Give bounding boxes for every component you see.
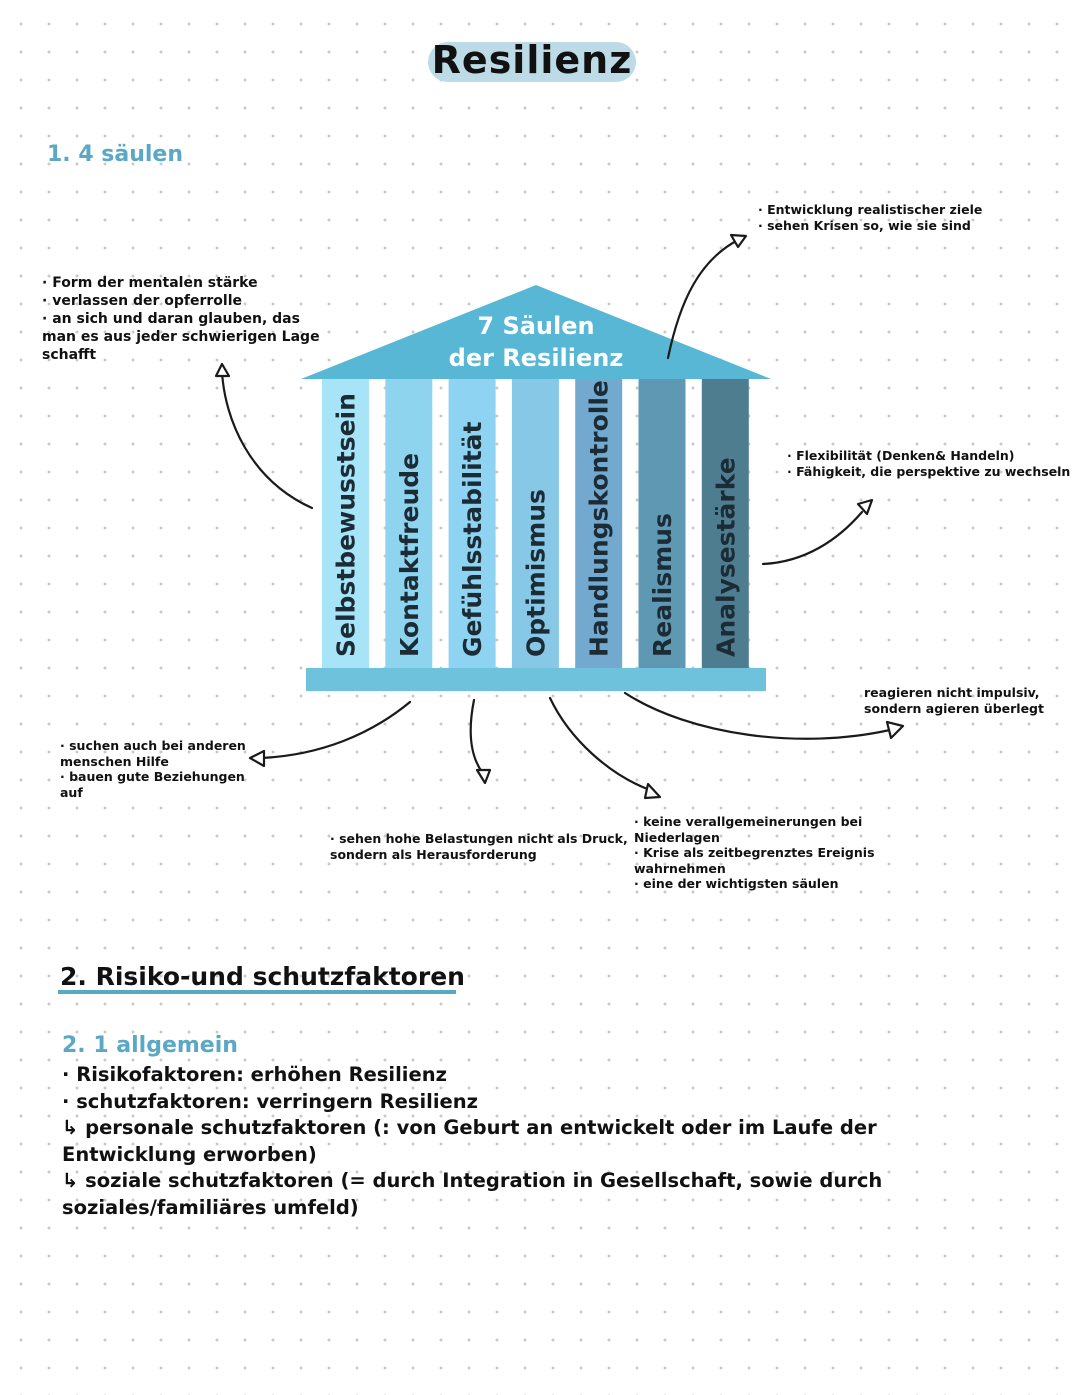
pillars-group: Selbstbewusstsein Kontaktfreude Gefühlssta… [322, 379, 749, 668]
arrow-right-head [856, 498, 874, 516]
note-line: Entwicklung erworben) [62, 1142, 317, 1166]
note-line: · Risikofaktoren: erhöhen Resilienz [62, 1063, 447, 1086]
arrow-bottom-center [469, 698, 484, 774]
note-bottom-center: · sehen hohe Belastungen nicht als Druck… [330, 831, 628, 862]
note-line: ↳ personale schutzfaktoren (: von Geburt… [62, 1116, 877, 1139]
page-title: Resilienz [431, 38, 633, 82]
page-title-container: Resilienz [428, 38, 636, 84]
temple-roof [301, 285, 771, 379]
note-line: · suchen auch bei anderen [60, 738, 246, 753]
note-line: · Krise als zeitbegrenztes Ereignis [634, 845, 875, 860]
pillar-label: Optimismus [521, 489, 550, 657]
note-line: · bauen gute Beziehungen [60, 769, 245, 784]
roof-title-line2: der Resilienz [449, 344, 624, 372]
pillar [701, 379, 749, 668]
pillars-diagram: 7 Säulen der Resilienz Selbstbewusstsein… [214, 233, 905, 800]
pillar [575, 379, 623, 668]
arrow-top-left [220, 370, 314, 510]
note-bottom-right: reagieren nicht impulsiv,sondern agieren… [864, 685, 1044, 716]
arrow-bottom-right [623, 691, 892, 740]
note-line: soziales/familiäres umfeld) [62, 1195, 359, 1219]
arrow-bottom-right2 [548, 696, 652, 792]
arrow-right [761, 510, 864, 566]
pillar [385, 379, 433, 668]
pillar [322, 379, 369, 668]
note-line: sondern als Herausforderung [330, 846, 537, 862]
note-line: · eine der wichtigsten säulen [634, 876, 839, 891]
arrow-bottom-center-head [475, 768, 492, 785]
title-highlight [428, 42, 636, 82]
roof-title-line1: 7 Säulen [477, 312, 594, 340]
note-line: · sehen Krisen so, wie sie sind [758, 217, 971, 233]
arrow-bottom-left-head [248, 749, 266, 768]
note-line: Niederlagen [634, 829, 720, 845]
note-line: · verlassen der opferrolle [42, 293, 243, 309]
arrow-bottom-left [260, 700, 412, 760]
pillar-label: Analysestärke [711, 457, 740, 657]
pillar-label: Realismus [648, 513, 677, 657]
pillar-label: Gefühlsstabilität [458, 421, 487, 657]
note-line: · Form der mentalen stärke [42, 275, 258, 291]
temple-base [306, 668, 766, 691]
note-line: · sehen hohe Belastungen nicht als Druck… [330, 831, 628, 846]
note-line: wahrnehmen [634, 860, 726, 876]
note-line: auf [60, 784, 83, 800]
note-line: · Flexibilität (Denken& Handeln) [787, 448, 1015, 463]
pillar-label: Selbstbewusstsein [332, 393, 361, 657]
note-line: · Fähigkeit, die perspektive zu wechseln [787, 463, 1071, 479]
arrow-bottom-right2-head [643, 782, 662, 800]
note-line: sondern agieren überlegt [864, 700, 1044, 716]
note-line: · an sich und daran glauben, das [42, 311, 300, 327]
note-line: · schutzfaktoren: verringern Resilienz [62, 1089, 479, 1113]
section2-body: · Risikofaktoren: erhöhen Resilienz · sch… [62, 1062, 882, 1221]
note-line: ↳ soziale schutzfaktoren (= durch Integr… [62, 1169, 883, 1192]
pillar [638, 379, 686, 668]
pillar [511, 379, 559, 668]
note-line: · keine verallgemeinerungen bei [634, 814, 863, 829]
pillar [448, 379, 496, 668]
note-line: reagieren nicht impulsiv, [864, 685, 1040, 700]
section1-heading: 1. 4 säulen [47, 142, 184, 167]
note-line: man es aus jeder schwierigen Lage [42, 329, 320, 345]
arrow-top-right [666, 238, 740, 360]
note-line: menschen Hilfe [60, 753, 169, 769]
section2-heading-underline [58, 990, 456, 994]
note-line: · Entwicklung realistischer ziele [758, 202, 983, 217]
section2-heading: 2. Risiko-und schutzfaktoren [60, 962, 465, 991]
pillar-label: Kontaktfreude [395, 453, 424, 657]
arrow-top-right-head [729, 233, 748, 249]
note-top-left: · Form der mentalen stärke · verlassen de… [42, 274, 320, 364]
arrow-bottom-right-head [885, 720, 905, 740]
note-line: schafft [42, 347, 97, 363]
pillar-label: Handlungskontrolle [585, 380, 614, 657]
section2-subheading: 2. 1 allgemein [62, 1033, 238, 1058]
note-right: · Flexibilität (Denken& Handeln)· Fähigk… [787, 448, 1070, 479]
arrow-top-left-head [214, 362, 231, 378]
note-top-right: · Entwicklung realistischer ziele· sehen… [758, 202, 982, 233]
